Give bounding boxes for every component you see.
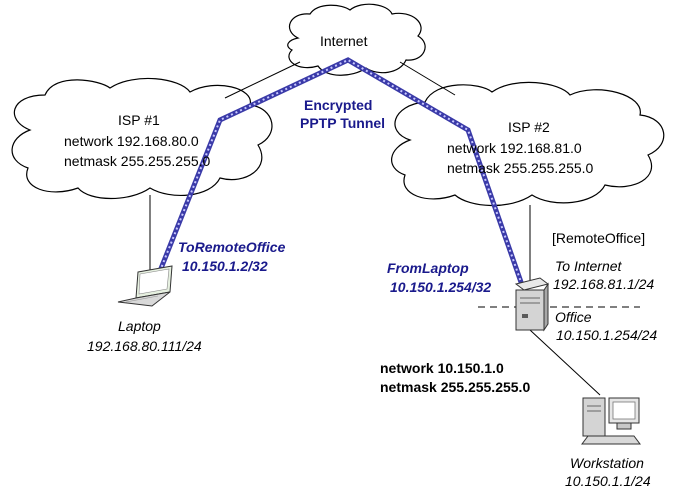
laptop-ip: 192.168.80.111/24 [87, 338, 202, 354]
isp2-network: network 192.168.81.0 [447, 140, 582, 156]
internet-cloud [287, 3, 426, 76]
office-lan-link [529, 329, 601, 396]
isp1-netmask: netmask 255.255.255.0 [64, 153, 211, 169]
laptop-tunnel-address: 10.150.1.2/32 [182, 258, 268, 274]
tunnel-label-line2: PPTP Tunnel [300, 115, 385, 131]
isp2-netmask: netmask 255.255.255.0 [447, 160, 594, 176]
internet-label: Internet [320, 33, 368, 49]
isp1-title: ISP #1 [118, 112, 160, 128]
server-icon [514, 277, 550, 332]
office-tunnel-address: 10.150.1.254/32 [390, 279, 491, 295]
isp2-title: ISP #2 [508, 119, 550, 135]
isp2-cloud [391, 81, 665, 207]
to-internet-ip: 192.168.81.1/24 [553, 276, 654, 292]
isp1-network: network 192.168.80.0 [64, 133, 199, 149]
workstation-name: Workstation [570, 455, 644, 471]
office-interface-ip: 10.150.1.254/24 [556, 327, 657, 343]
laptop-name: Laptop [118, 318, 161, 334]
workstation-ip: 10.150.1.1/24 [565, 473, 651, 489]
office-interface-label: Office [555, 309, 592, 325]
isp1-cloud [11, 77, 273, 200]
office-netmask: netmask 255.255.255.0 [380, 379, 530, 395]
to-internet-label: To Internet [555, 258, 623, 274]
laptop-icon [117, 265, 173, 307]
pptp-tunnel-dots [157, 58, 523, 286]
office-tunnel-name: FromLaptop [387, 260, 469, 276]
office-network: network 10.150.1.0 [380, 360, 504, 376]
internet-isp1-link [224, 61, 301, 99]
laptop-tunnel-name: ToRemoteOffice [178, 239, 286, 255]
workstation-icon [581, 397, 641, 445]
remote-office-label: [RemoteOffice] [552, 230, 645, 246]
internet-isp2-link [399, 61, 456, 96]
tunnel-label-line1: Encrypted [304, 97, 372, 113]
